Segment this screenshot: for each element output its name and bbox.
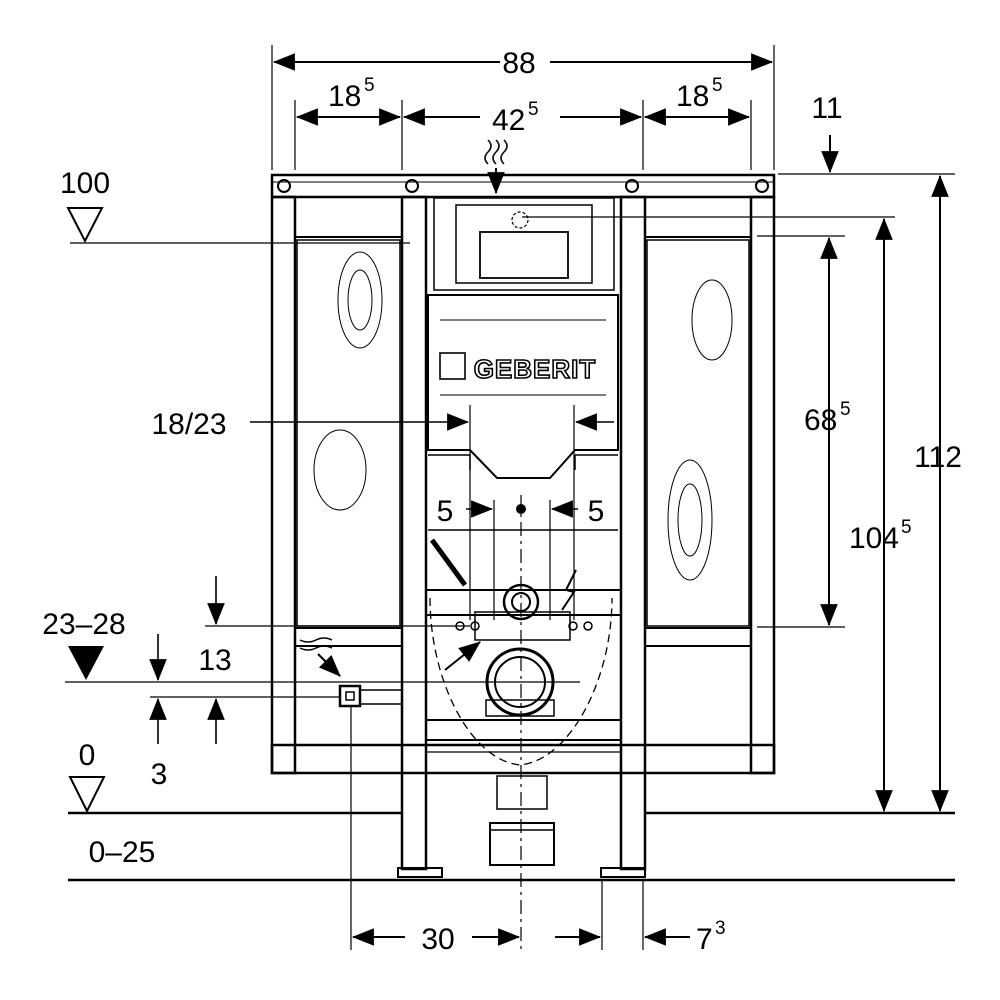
total-width-label: 88 <box>502 47 535 80</box>
panel-height-label: 68 <box>804 404 837 437</box>
right-offset-label: 5 <box>588 495 605 528</box>
inner-height-label: 104 <box>849 522 899 555</box>
floor-range-label: 0–25 <box>89 836 156 869</box>
center-width-sup: 5 <box>528 99 539 120</box>
center-width-label: 42 <box>492 104 525 137</box>
level-floor-label: 0 <box>79 739 96 772</box>
supply-offset-label: 13 <box>198 644 231 677</box>
right-wood-panel <box>646 239 750 627</box>
connection-arrow <box>444 641 481 671</box>
right-bay-width-label: 18 <box>676 80 709 113</box>
left-wood-panel <box>296 239 401 627</box>
flush-range-label: 18/23 <box>151 408 226 441</box>
cistern: GEBERIT <box>426 197 621 741</box>
mounting-frame <box>270 173 776 878</box>
level-marker-top <box>66 207 104 244</box>
inner-height-sup: 5 <box>901 517 912 538</box>
brand-logo: GEBERIT <box>474 354 597 384</box>
right-bay-width-sup: 5 <box>712 75 723 96</box>
dimension-arrows <box>149 53 949 946</box>
left-offset-label: 5 <box>437 495 454 528</box>
water-symbol-top <box>484 139 508 195</box>
supply-connector <box>338 684 403 708</box>
bottom-right-label: 7 <box>696 923 713 956</box>
total-height-label: 112 <box>914 441 962 474</box>
supply-small-label: 3 <box>151 758 168 791</box>
left-bay-width-sup: 5 <box>364 75 375 96</box>
bottom-span-label: 30 <box>421 923 454 956</box>
bottom-right-sup: 3 <box>715 918 726 939</box>
supply-range-label: 23–28 <box>42 608 125 641</box>
level-top-label: 100 <box>60 167 110 200</box>
water-symbol-left <box>299 637 341 677</box>
left-bay-width-label: 18 <box>328 80 361 113</box>
extension-lines <box>65 45 955 950</box>
level-marker-floor <box>68 776 106 814</box>
panel-height-sup: 5 <box>840 399 851 420</box>
level-marker-supply <box>68 646 104 680</box>
top-offset-label: 11 <box>811 92 842 125</box>
electric-symbol <box>561 569 577 611</box>
